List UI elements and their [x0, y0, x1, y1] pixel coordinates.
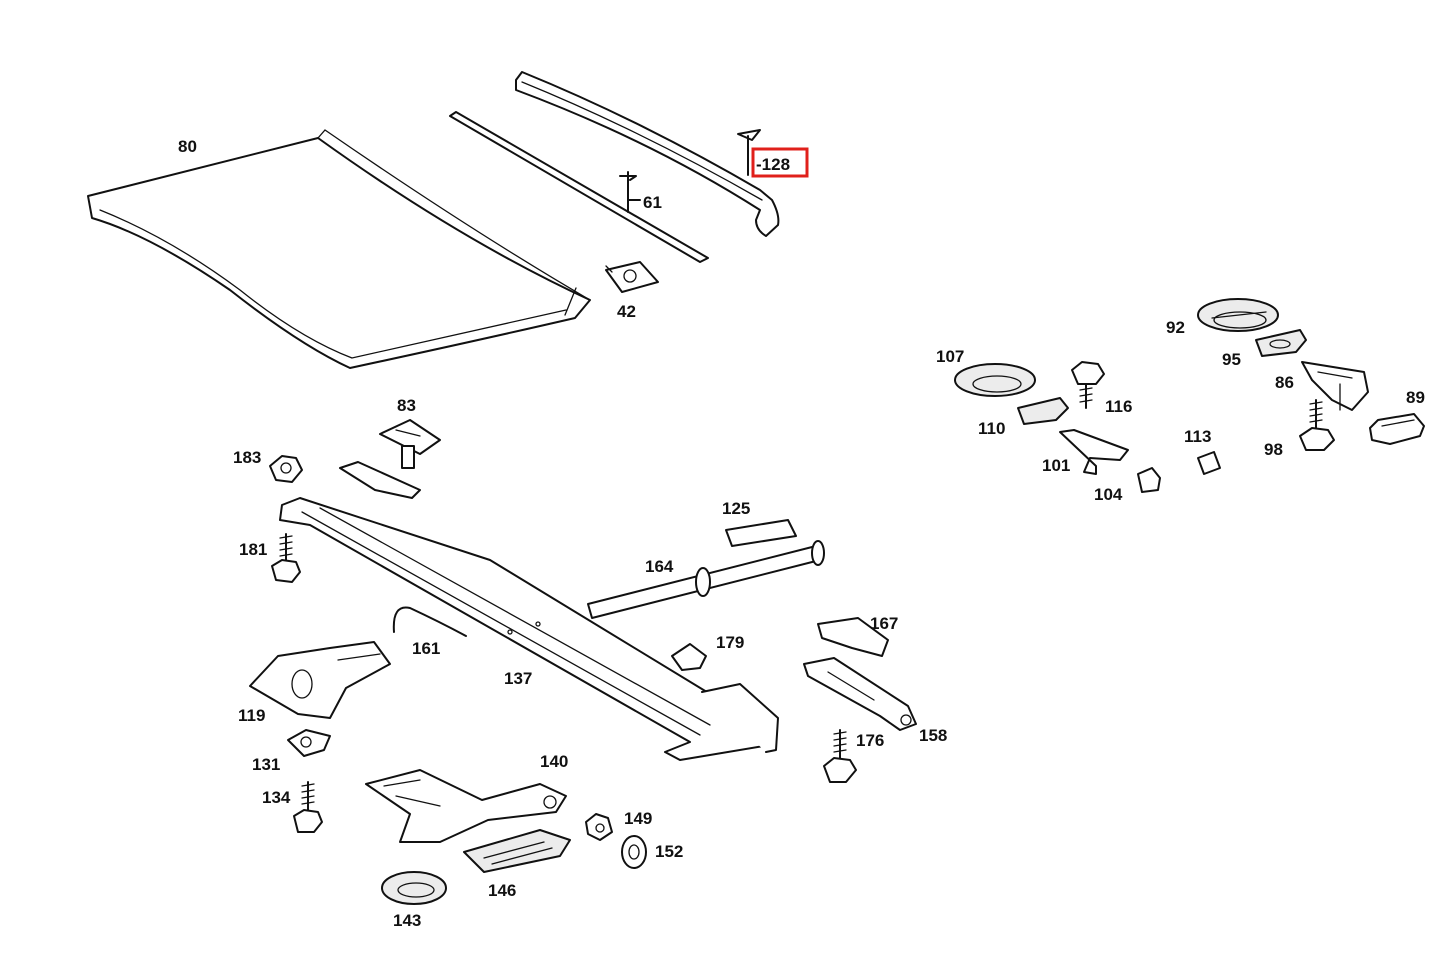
label-146[interactable]: 146 [488, 881, 516, 900]
label-158[interactable]: 158 [919, 726, 947, 745]
label-161[interactable]: 161 [412, 639, 440, 658]
bolt-98[interactable] [1299, 399, 1335, 451]
bolt-181[interactable] [271, 533, 301, 583]
bracket-140[interactable] [365, 769, 567, 843]
clip-179[interactable] [671, 643, 707, 671]
label-80[interactable]: 80 [178, 137, 197, 156]
label-89[interactable]: 89 [1406, 388, 1425, 407]
label-140[interactable]: 140 [540, 752, 568, 771]
wind-deflector-128[interactable] [515, 71, 780, 237]
pad-107[interactable] [954, 363, 1036, 397]
label-98[interactable]: 98 [1264, 440, 1283, 459]
label-181[interactable]: 181 [239, 540, 267, 559]
cover-146[interactable] [463, 829, 571, 873]
label-128[interactable]: -128 [756, 155, 790, 174]
label-137[interactable]: 137 [504, 669, 532, 688]
label-116[interactable]: 116 [1105, 397, 1132, 416]
clip-42[interactable] [605, 261, 659, 293]
seal-strip-61[interactable] [449, 111, 709, 263]
clip-89[interactable] [1369, 413, 1425, 445]
bolt-116[interactable] [1071, 361, 1105, 409]
bracket-167[interactable] [817, 617, 889, 657]
label-110[interactable]: 110 [978, 419, 1005, 438]
label-92[interactable]: 92 [1166, 318, 1185, 337]
bracket-86[interactable] [1301, 361, 1369, 411]
label-125[interactable]: 125 [722, 499, 750, 518]
cover-125[interactable] [725, 519, 797, 547]
bolt-176[interactable] [823, 729, 857, 783]
label-152[interactable]: 152 [655, 842, 683, 861]
label-95[interactable]: 95 [1222, 350, 1241, 369]
label-42[interactable]: 42 [617, 302, 636, 321]
clip-131[interactable] [287, 729, 331, 757]
label-61[interactable]: 61 [643, 193, 662, 212]
nut-183[interactable] [269, 455, 303, 483]
label-134[interactable]: 134 [262, 788, 291, 807]
label-104[interactable]: 104 [1094, 485, 1123, 504]
label-119[interactable]: 119 [238, 706, 265, 725]
label-101[interactable]: 101 [1042, 456, 1070, 475]
label-176[interactable]: 176 [856, 731, 884, 750]
bracket-101[interactable] [1059, 429, 1129, 475]
label-131[interactable]: 131 [252, 755, 280, 774]
cap-110[interactable] [1017, 397, 1069, 425]
label-149[interactable]: 149 [624, 809, 652, 828]
lever-158[interactable] [803, 657, 917, 731]
nut-104[interactable] [1137, 467, 1161, 493]
pad-143[interactable] [381, 871, 447, 905]
cap-95[interactable] [1255, 329, 1307, 357]
washer-152[interactable] [621, 835, 647, 869]
label-83[interactable]: 83 [397, 396, 416, 415]
shaft-164[interactable] [587, 540, 825, 619]
label-143[interactable]: 143 [393, 911, 421, 930]
bushing-149[interactable] [585, 813, 613, 841]
guide-rail-137[interactable] [279, 461, 779, 761]
label-164[interactable]: 164 [645, 557, 674, 576]
pad-92[interactable] [1197, 298, 1279, 332]
highlight-box-128 [751, 147, 809, 178]
bracket-83[interactable] [379, 419, 441, 469]
spring-161[interactable] [392, 606, 467, 637]
label-86[interactable]: 86 [1275, 373, 1294, 392]
label-183[interactable]: 183 [233, 448, 261, 467]
hinge-119[interactable] [249, 641, 391, 719]
plug-113[interactable] [1197, 451, 1221, 475]
label-167[interactable]: 167 [870, 614, 898, 633]
label-107[interactable]: 107 [936, 347, 964, 366]
roof-panel-80[interactable] [87, 129, 591, 369]
screw-134[interactable] [293, 781, 323, 833]
label-113[interactable]: 113 [1184, 427, 1211, 446]
label-179[interactable]: 179 [716, 633, 744, 652]
